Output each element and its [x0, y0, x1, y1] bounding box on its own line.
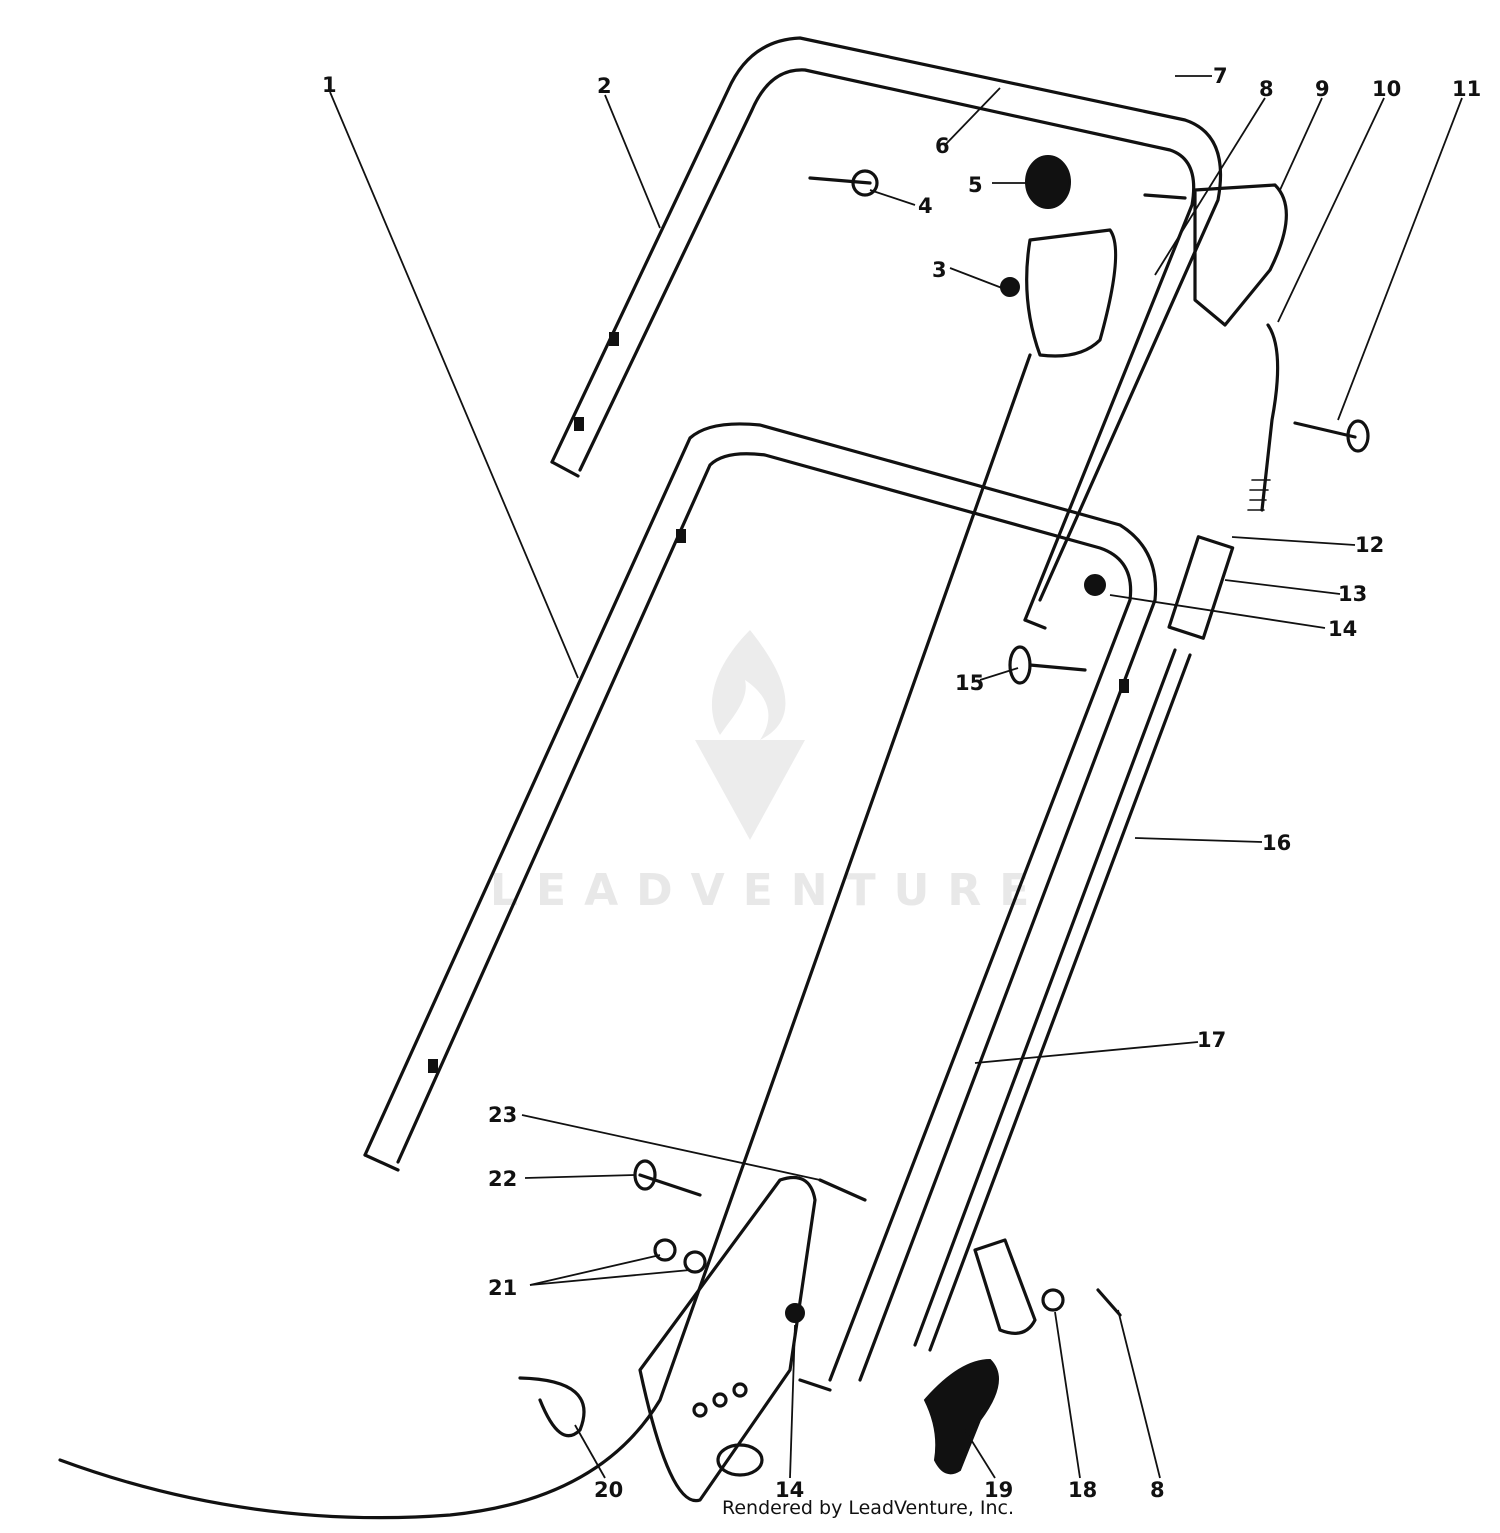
callout-14-top: 14	[1328, 617, 1357, 641]
callout-1: 1	[322, 73, 337, 97]
lever	[1193, 183, 1288, 327]
tube	[1167, 535, 1235, 640]
callout-10: 10	[1372, 77, 1401, 101]
upper-handle	[550, 36, 1223, 630]
control-rod	[913, 323, 1280, 1352]
callout-15: 15	[955, 671, 984, 695]
callout-11: 11	[1452, 77, 1481, 101]
throttle-cable	[58, 353, 1032, 1520]
watermark-flame-icon	[711, 630, 786, 740]
watermark: LEADVENTURE	[490, 630, 1047, 916]
bracket-plate	[638, 1175, 817, 1503]
callout-17: 17	[1197, 1028, 1226, 1052]
callout-5: 5	[968, 173, 983, 197]
callouts: 1 2 3 4 5 6 7 8 9 10 11 12 13 14 15 16 1…	[322, 64, 1481, 1502]
callout-23: 23	[488, 1103, 517, 1127]
callout-18: 18	[1068, 1478, 1097, 1502]
callout-3: 3	[932, 258, 947, 282]
callout-4: 4	[918, 194, 933, 218]
watermark-v-icon	[695, 740, 805, 840]
throttle-control	[1025, 155, 1118, 358]
callout-14-bottom: 14	[775, 1478, 804, 1502]
watermark-text: LEADVENTURE	[490, 865, 1047, 916]
knob	[923, 1358, 999, 1475]
lower-handle	[363, 422, 1158, 1392]
callout-16: 16	[1262, 831, 1291, 855]
callout-22: 22	[488, 1167, 517, 1191]
callout-21: 21	[488, 1276, 517, 1300]
callout-8-top: 8	[1259, 77, 1274, 101]
fasteners	[518, 169, 1370, 1438]
right-bracket	[973, 1238, 1037, 1335]
callout-7: 7	[1213, 64, 1228, 88]
callout-9: 9	[1315, 77, 1330, 101]
leader-lines	[329, 75, 1463, 1479]
callout-19: 19	[984, 1478, 1013, 1502]
callout-6: 6	[935, 134, 950, 158]
callout-2: 2	[597, 74, 612, 98]
callout-13: 13	[1338, 582, 1367, 606]
callout-20: 20	[594, 1478, 623, 1502]
footer-credit: Rendered by LeadVenture, Inc.	[722, 1497, 1015, 1519]
callout-8-bottom: 8	[1150, 1478, 1165, 1502]
callout-12: 12	[1355, 533, 1384, 557]
